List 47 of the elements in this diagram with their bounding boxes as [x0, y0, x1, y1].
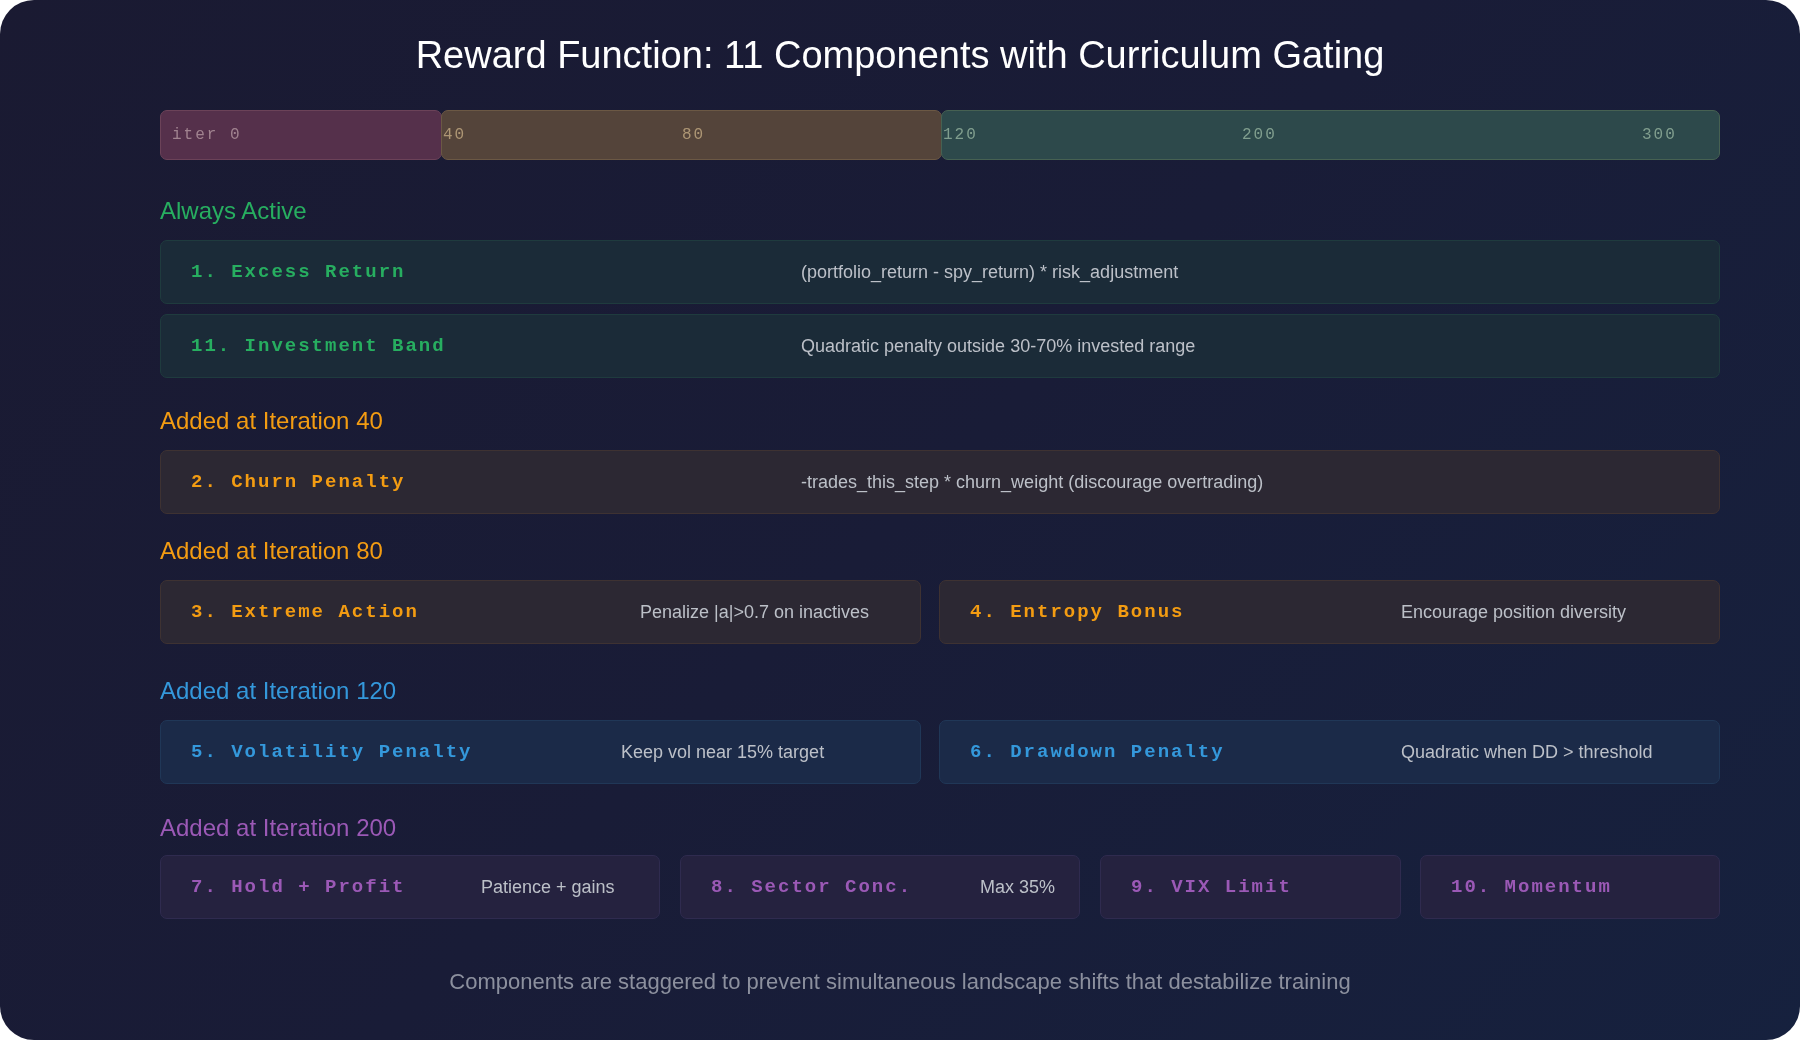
section-heading: Added at Iteration 200 — [160, 814, 397, 842]
tick-label: 80 — [682, 125, 706, 145]
component-description: Quadratic penalty outside 30-70% invested range — [801, 335, 1196, 357]
section-heading: Added at Iteration 120 — [160, 677, 397, 705]
tick-label: iter 0 — [172, 125, 242, 145]
component-card — [680, 855, 1080, 919]
component-description: (portfolio_return - spy_return) * risk_adjustment — [801, 261, 1179, 283]
section-heading: Always Active — [160, 197, 307, 225]
caption: Components are staggered to prevent simultaneous landscape shifts that destabilize training — [449, 968, 1351, 996]
component-description: Quadratic when DD > threshold — [1401, 741, 1653, 763]
component-card — [160, 580, 921, 644]
tick-label: 300 — [1642, 125, 1677, 145]
component-card — [160, 720, 921, 784]
component-description: Keep vol near 15% target — [621, 741, 825, 763]
component-name: 11. Investment Band — [191, 334, 446, 358]
component-name: 8. Sector Conc. — [711, 875, 913, 899]
component-card — [160, 450, 1720, 514]
component-card — [160, 855, 660, 919]
component-name: 7. Hold + Profit — [191, 875, 406, 899]
component-description: -trades_this_step * churn_weight (discourage overtrading) — [801, 471, 1264, 493]
component-name: 10. Momentum — [1451, 875, 1612, 899]
component-description: Encourage position diversity — [1401, 601, 1627, 623]
timeline-segment — [941, 110, 1720, 160]
timeline-segment — [160, 110, 442, 160]
component-name: 5. Volatility Penalty — [191, 740, 473, 764]
component-card — [160, 314, 1720, 378]
component-name: 3. Extreme Action — [191, 600, 419, 624]
component-description: Penalize |a|>0.7 on inactives — [640, 601, 869, 623]
component-name: 6. Drawdown Penalty — [970, 740, 1225, 764]
component-card — [1100, 855, 1401, 919]
component-card — [939, 720, 1720, 784]
section-heading: Added at Iteration 40 — [160, 407, 383, 435]
component-description: Patience + gains — [481, 876, 615, 898]
component-card — [160, 240, 1720, 304]
title: Reward Function: 11 Components with Curriculum Gating — [415, 33, 1385, 77]
tick-label: 200 — [1242, 125, 1277, 145]
tick-label: 120 — [943, 125, 978, 145]
component-name: 1. Excess Return — [191, 260, 406, 284]
component-card — [939, 580, 1720, 644]
component-name: 2. Churn Penalty — [191, 470, 406, 494]
section-heading: Added at Iteration 80 — [160, 537, 383, 565]
tick-label: 40 — [443, 125, 467, 145]
component-card — [1420, 855, 1720, 919]
component-name: 4. Entropy Bonus — [970, 600, 1185, 624]
component-name: 9. VIX Limit — [1131, 875, 1292, 899]
component-description: Max 35% — [980, 876, 1056, 898]
timeline-segment — [441, 110, 942, 160]
